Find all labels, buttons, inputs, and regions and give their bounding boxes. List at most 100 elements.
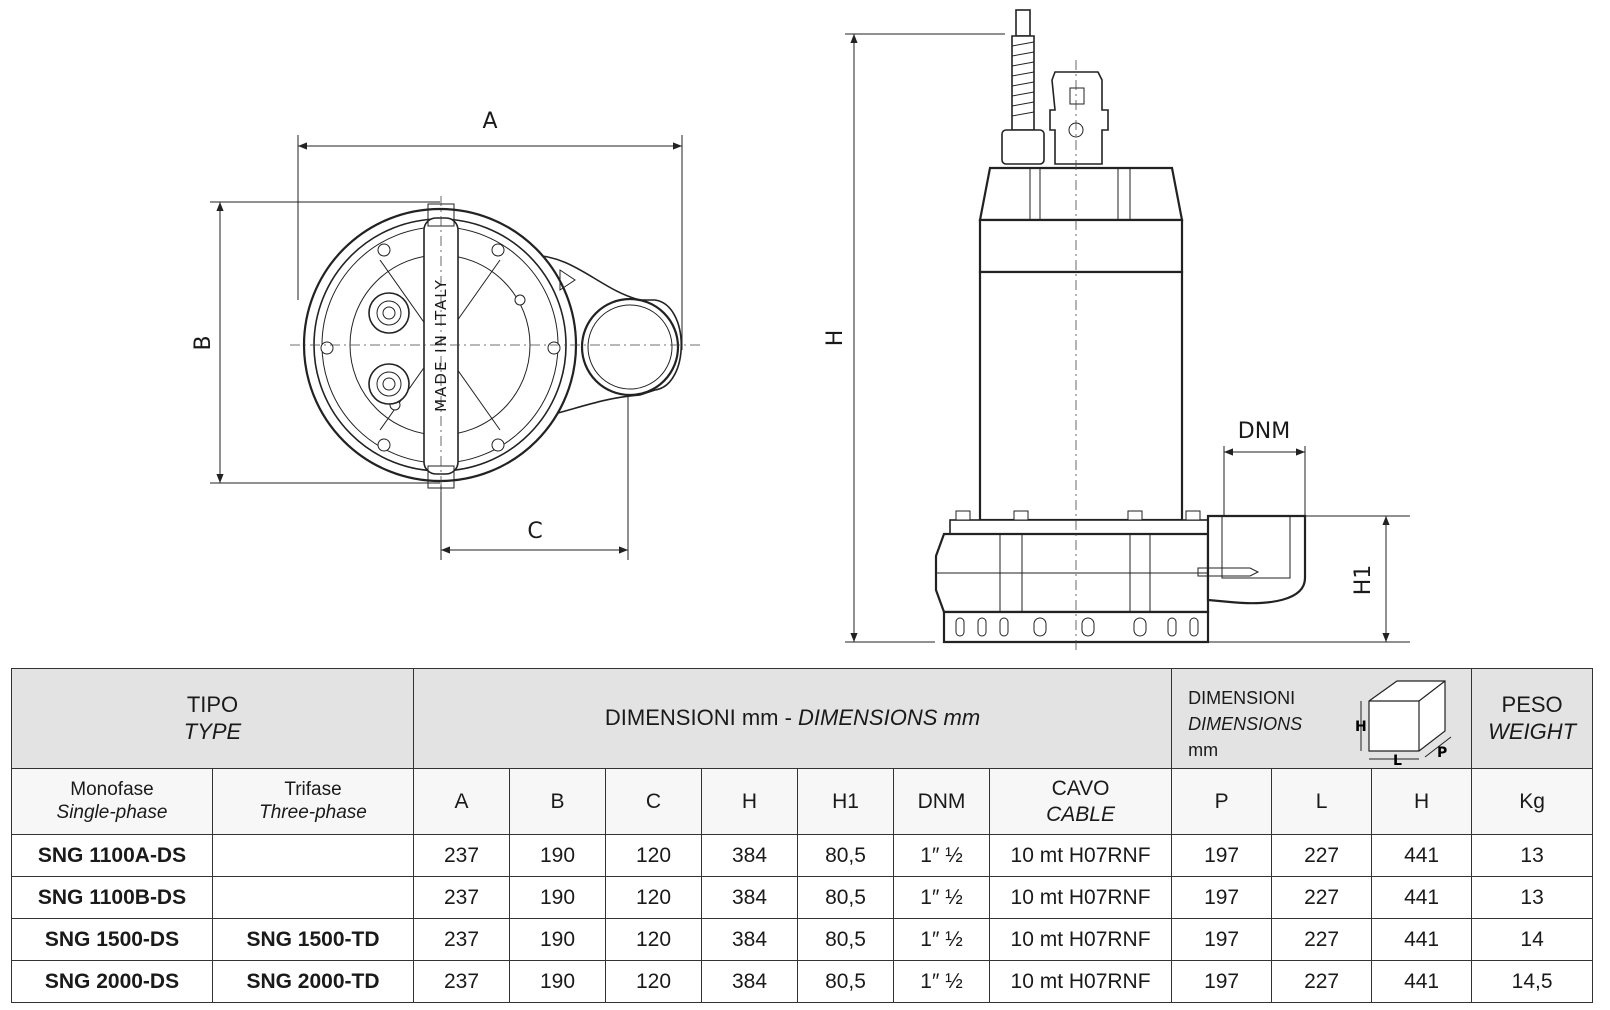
b-cell: 190 — [509, 876, 606, 919]
cable-cell: 10 mt H07RNF — [988, 918, 1173, 961]
a-cell: 237 — [413, 834, 510, 877]
col-dnm: DNM — [893, 768, 990, 835]
weight-header: PESO WEIGHT — [1471, 668, 1594, 769]
spec-table: TIPO TYPE DIMENSIONI mm - DIMENSIONS mm … — [11, 668, 1594, 1003]
b-cell: 190 — [509, 834, 606, 877]
dim-dnm-label: DNM — [1238, 419, 1290, 444]
made-in-italy-mark: MADE IN ITALY — [432, 278, 450, 412]
h2-cell: 441 — [1371, 876, 1473, 919]
dimensioni-it-label: DIMENSIONI mm - — [604, 705, 799, 731]
pack-unit-label: mm — [1188, 739, 1219, 760]
h-cell: 384 — [701, 960, 798, 1003]
top-view: A B C — [191, 109, 700, 560]
kg-cell: 14 — [1471, 918, 1594, 961]
mono-cell: SNG 1100B-DS — [11, 876, 213, 919]
col-c: C — [605, 768, 702, 835]
cavo-label: CAVO — [1051, 777, 1110, 801]
pack-en-label: DIMENSIONS — [1188, 713, 1303, 734]
dim-c-label: C — [527, 519, 542, 544]
p-cell: 197 — [1171, 918, 1273, 961]
h1-cell: 80,5 — [797, 960, 894, 1003]
weight-label: WEIGHT — [1488, 718, 1577, 744]
h-cell: 384 — [701, 876, 798, 919]
box-icon: H L P — [1355, 679, 1452, 767]
box-h-label: H — [1355, 719, 1367, 735]
l-cell: 227 — [1271, 834, 1373, 877]
col-l: L — [1271, 768, 1373, 835]
table-row: SNG 1100A-DS 237 190 120 384 80,5 1″ ½ 1… — [11, 834, 1594, 877]
packing-header: DIMENSIONI DIMENSIONS mm H L P — [1171, 668, 1473, 769]
col-h: H — [701, 768, 798, 835]
cable-cell: 10 mt H07RNF — [988, 960, 1173, 1003]
l-cell: 227 — [1271, 960, 1373, 1003]
p-cell: 197 — [1171, 960, 1273, 1003]
h2-cell: 441 — [1371, 960, 1473, 1003]
dnm-cell: 1″ ½ — [893, 834, 990, 877]
dnm-cell: 1″ ½ — [893, 918, 990, 961]
b-cell: 190 — [509, 918, 606, 961]
box-p-label: P — [1437, 745, 1447, 761]
dim-a-label: A — [482, 109, 497, 134]
single-phase-label: Single-phase — [56, 801, 168, 823]
type-label: TYPE — [183, 718, 242, 744]
dimensions-header: DIMENSIONI mm - DIMENSIONS mm — [412, 668, 1173, 769]
c-cell: 120 — [605, 876, 702, 919]
a-cell: 237 — [413, 918, 510, 961]
c-cell: 120 — [605, 834, 702, 877]
col-h1: H1 — [797, 768, 894, 835]
mono-cell: SNG 2000-DS — [11, 960, 213, 1003]
col-p: P — [1171, 768, 1273, 835]
table-row: SNG 1100B-DS 237 190 120 384 80,5 1″ ½ 1… — [11, 876, 1594, 919]
peso-label: PESO — [1501, 692, 1563, 718]
cable-label: CABLE — [1046, 802, 1115, 826]
p-cell: 197 — [1171, 834, 1273, 877]
tri-cell: SNG 1500-TD — [212, 918, 414, 961]
table-row: SNG 1500-DS SNG 1500-TD 237 190 120 384 … — [11, 918, 1594, 961]
dnm-cell: 1″ ½ — [893, 876, 990, 919]
h2-cell: 441 — [1371, 918, 1473, 961]
table-row: SNG 2000-DS SNG 2000-TD 237 190 120 384 … — [11, 960, 1594, 1003]
cable-cell: 10 mt H07RNF — [988, 834, 1173, 877]
tri-cell — [212, 834, 414, 877]
side-view: H — [823, 9, 1410, 650]
tipo-label: TIPO — [186, 692, 239, 718]
cable-cell: 10 mt H07RNF — [988, 876, 1173, 919]
three-phase-label: Three-phase — [259, 801, 367, 823]
dnm-cell: 1″ ½ — [893, 960, 990, 1003]
c-cell: 120 — [605, 918, 702, 961]
kg-cell: 14,5 — [1471, 960, 1594, 1003]
cable-gland-icon — [368, 292, 410, 405]
trifase-label: Trifase — [284, 778, 342, 800]
h1-cell: 80,5 — [797, 918, 894, 961]
h2-cell: 441 — [1371, 834, 1473, 877]
b-cell: 190 — [509, 960, 606, 1003]
dimensioni-en-label: DIMENSIONS mm — [798, 705, 981, 731]
h1-cell: 80,5 — [797, 834, 894, 877]
mono-cell: SNG 1500-DS — [11, 918, 213, 961]
col-a: A — [413, 768, 510, 835]
dim-h-label: H — [823, 330, 848, 347]
tri-cell: SNG 2000-TD — [212, 960, 414, 1003]
h-cell: 384 — [701, 918, 798, 961]
c-cell: 120 — [605, 960, 702, 1003]
a-cell: 237 — [413, 876, 510, 919]
col-kg: Kg — [1471, 768, 1594, 835]
dim-h1-label: H1 — [1351, 565, 1376, 596]
l-cell: 227 — [1271, 918, 1373, 961]
pack-it-label: DIMENSIONI — [1188, 687, 1296, 708]
technical-drawing: A B C — [191, 9, 1410, 650]
mono-cell: SNG 1100A-DS — [11, 834, 213, 877]
monofase-label: Monofase — [70, 778, 154, 800]
l-cell: 227 — [1271, 876, 1373, 919]
col-h2: H — [1371, 768, 1473, 835]
box-l-label: L — [1393, 753, 1402, 767]
kg-cell: 13 — [1471, 876, 1594, 919]
col-b: B — [509, 768, 606, 835]
dim-b-label: B — [191, 335, 216, 350]
p-cell: 197 — [1171, 876, 1273, 919]
a-cell: 237 — [413, 960, 510, 1003]
